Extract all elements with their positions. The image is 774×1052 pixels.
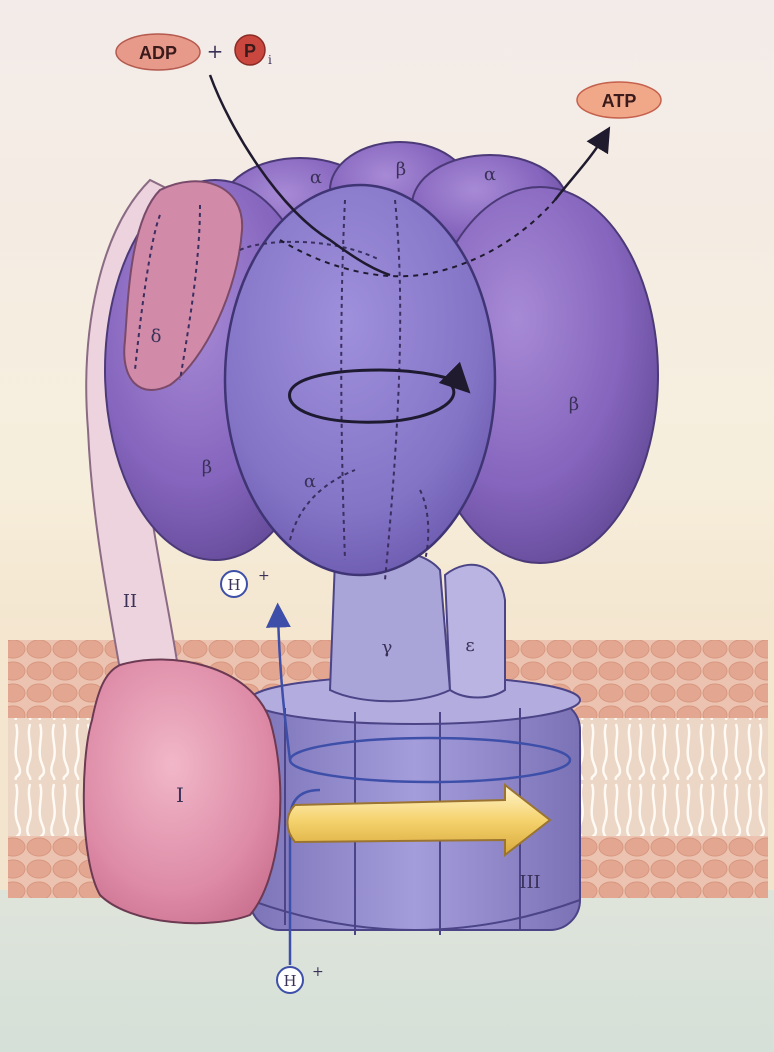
proton-bottom-charge: +	[312, 964, 324, 980]
label-subunit-a: I	[176, 783, 184, 807]
label-gamma: γ	[382, 637, 393, 658]
label-beta-top: β	[396, 159, 406, 180]
label-beta-right: β	[569, 394, 579, 415]
proton-top-charge: +	[258, 568, 270, 584]
label-alpha-front: α	[304, 471, 316, 492]
proton-top-symbol: H	[227, 576, 240, 594]
phosphate-subscript: i	[268, 53, 272, 67]
label-alpha-top-left: α	[310, 167, 322, 188]
adp-text: ADP	[139, 43, 177, 63]
proton-bottom-symbol: H	[283, 972, 296, 990]
epsilon-subunit	[445, 565, 505, 698]
label-c-ring: III	[519, 872, 540, 893]
plus-sign: +	[207, 39, 224, 63]
product-label: ATP	[577, 82, 661, 118]
atp-text: ATP	[602, 91, 637, 111]
phosphate-text: P	[244, 41, 256, 61]
label-alpha-top-right: α	[484, 164, 496, 185]
label-stalk-b: II	[123, 591, 137, 612]
label-beta-left: β	[202, 457, 212, 478]
label-epsilon: ε	[465, 635, 474, 656]
label-delta: δ	[151, 326, 162, 347]
